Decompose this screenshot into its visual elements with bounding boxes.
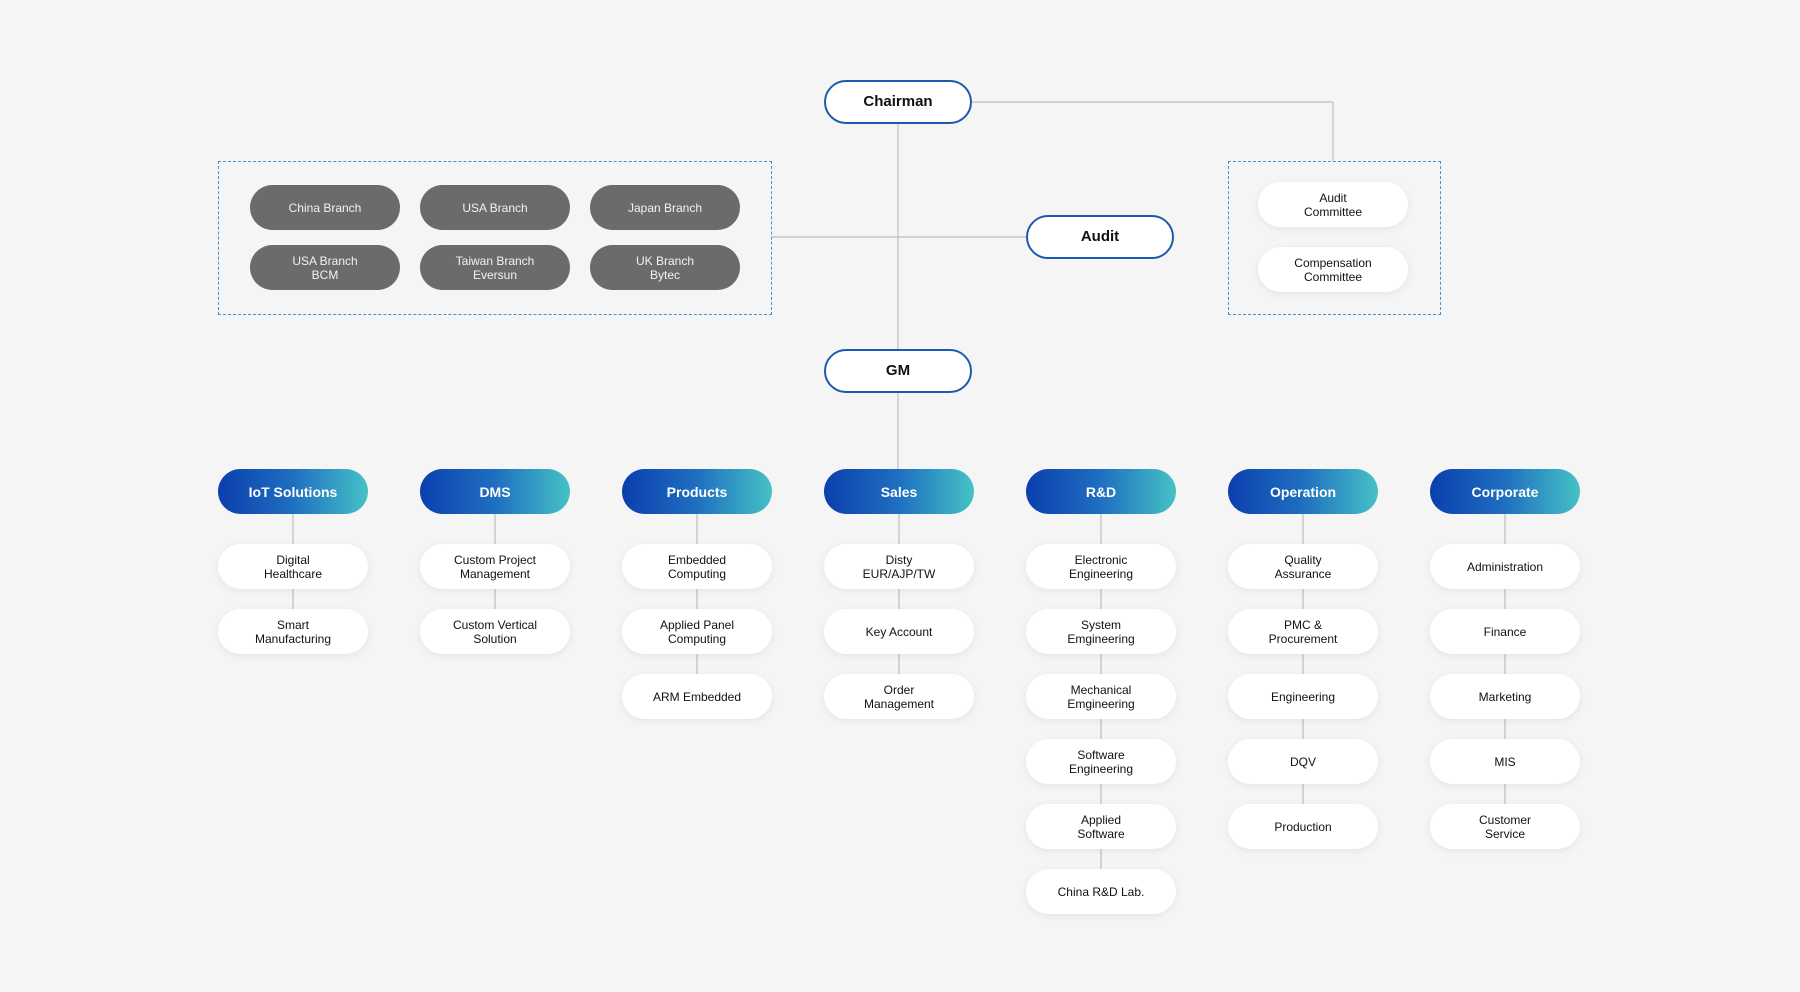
unit-node[interactable]: Electronic Engineering xyxy=(1026,544,1176,589)
audit-node[interactable]: Audit xyxy=(1026,215,1174,259)
unit-node[interactable]: Smart Manufacturing xyxy=(218,609,368,654)
unit-node[interactable]: ARM Embedded xyxy=(622,674,772,719)
unit-node[interactable]: Disty EUR/AJP/TW xyxy=(824,544,974,589)
unit-node[interactable]: Applied Software xyxy=(1026,804,1176,849)
unit-node[interactable]: Applied Panel Computing xyxy=(622,609,772,654)
unit-node[interactable]: China R&D Lab. xyxy=(1026,869,1176,914)
unit-node[interactable]: Digital Healthcare xyxy=(218,544,368,589)
branch-node[interactable]: USA Branch xyxy=(420,185,570,230)
unit-node[interactable]: Quality Assurance xyxy=(1228,544,1378,589)
department-node[interactable]: Operation xyxy=(1228,469,1378,514)
committees-group xyxy=(1228,161,1441,315)
unit-node[interactable]: Mechanical Emgineering xyxy=(1026,674,1176,719)
branches-group xyxy=(218,161,772,315)
committee-node[interactable]: Compensation Committee xyxy=(1258,247,1408,292)
department-node[interactable]: Corporate xyxy=(1430,469,1580,514)
unit-node[interactable]: Customer Service xyxy=(1430,804,1580,849)
department-node[interactable]: IoT Solutions xyxy=(218,469,368,514)
unit-node[interactable]: Custom Project Management xyxy=(420,544,570,589)
gm-node[interactable]: GM xyxy=(824,349,972,393)
branch-node[interactable]: China Branch xyxy=(250,185,400,230)
unit-node[interactable]: Software Engineering xyxy=(1026,739,1176,784)
branch-node[interactable]: Taiwan Branch Eversun xyxy=(420,245,570,290)
unit-node[interactable]: Engineering xyxy=(1228,674,1378,719)
unit-node[interactable]: PMC & Procurement xyxy=(1228,609,1378,654)
department-node[interactable]: R&D xyxy=(1026,469,1176,514)
unit-node[interactable]: Finance xyxy=(1430,609,1580,654)
unit-node[interactable]: Marketing xyxy=(1430,674,1580,719)
unit-node[interactable]: DQV xyxy=(1228,739,1378,784)
unit-node[interactable]: MIS xyxy=(1430,739,1580,784)
unit-node[interactable]: Order Management xyxy=(824,674,974,719)
department-node[interactable]: Products xyxy=(622,469,772,514)
branch-node[interactable]: USA Branch BCM xyxy=(250,245,400,290)
department-node[interactable]: DMS xyxy=(420,469,570,514)
unit-node[interactable]: Embedded Computing xyxy=(622,544,772,589)
branch-node[interactable]: UK Branch Bytec xyxy=(590,245,740,290)
committee-node[interactable]: Audit Committee xyxy=(1258,182,1408,227)
unit-node[interactable]: Administration xyxy=(1430,544,1580,589)
branch-node[interactable]: Japan Branch xyxy=(590,185,740,230)
unit-node[interactable]: Custom Vertical Solution xyxy=(420,609,570,654)
unit-node[interactable]: Key Account xyxy=(824,609,974,654)
chairman-node[interactable]: Chairman xyxy=(824,80,972,124)
department-node[interactable]: Sales xyxy=(824,469,974,514)
unit-node[interactable]: Production xyxy=(1228,804,1378,849)
unit-node[interactable]: System Emgineering xyxy=(1026,609,1176,654)
